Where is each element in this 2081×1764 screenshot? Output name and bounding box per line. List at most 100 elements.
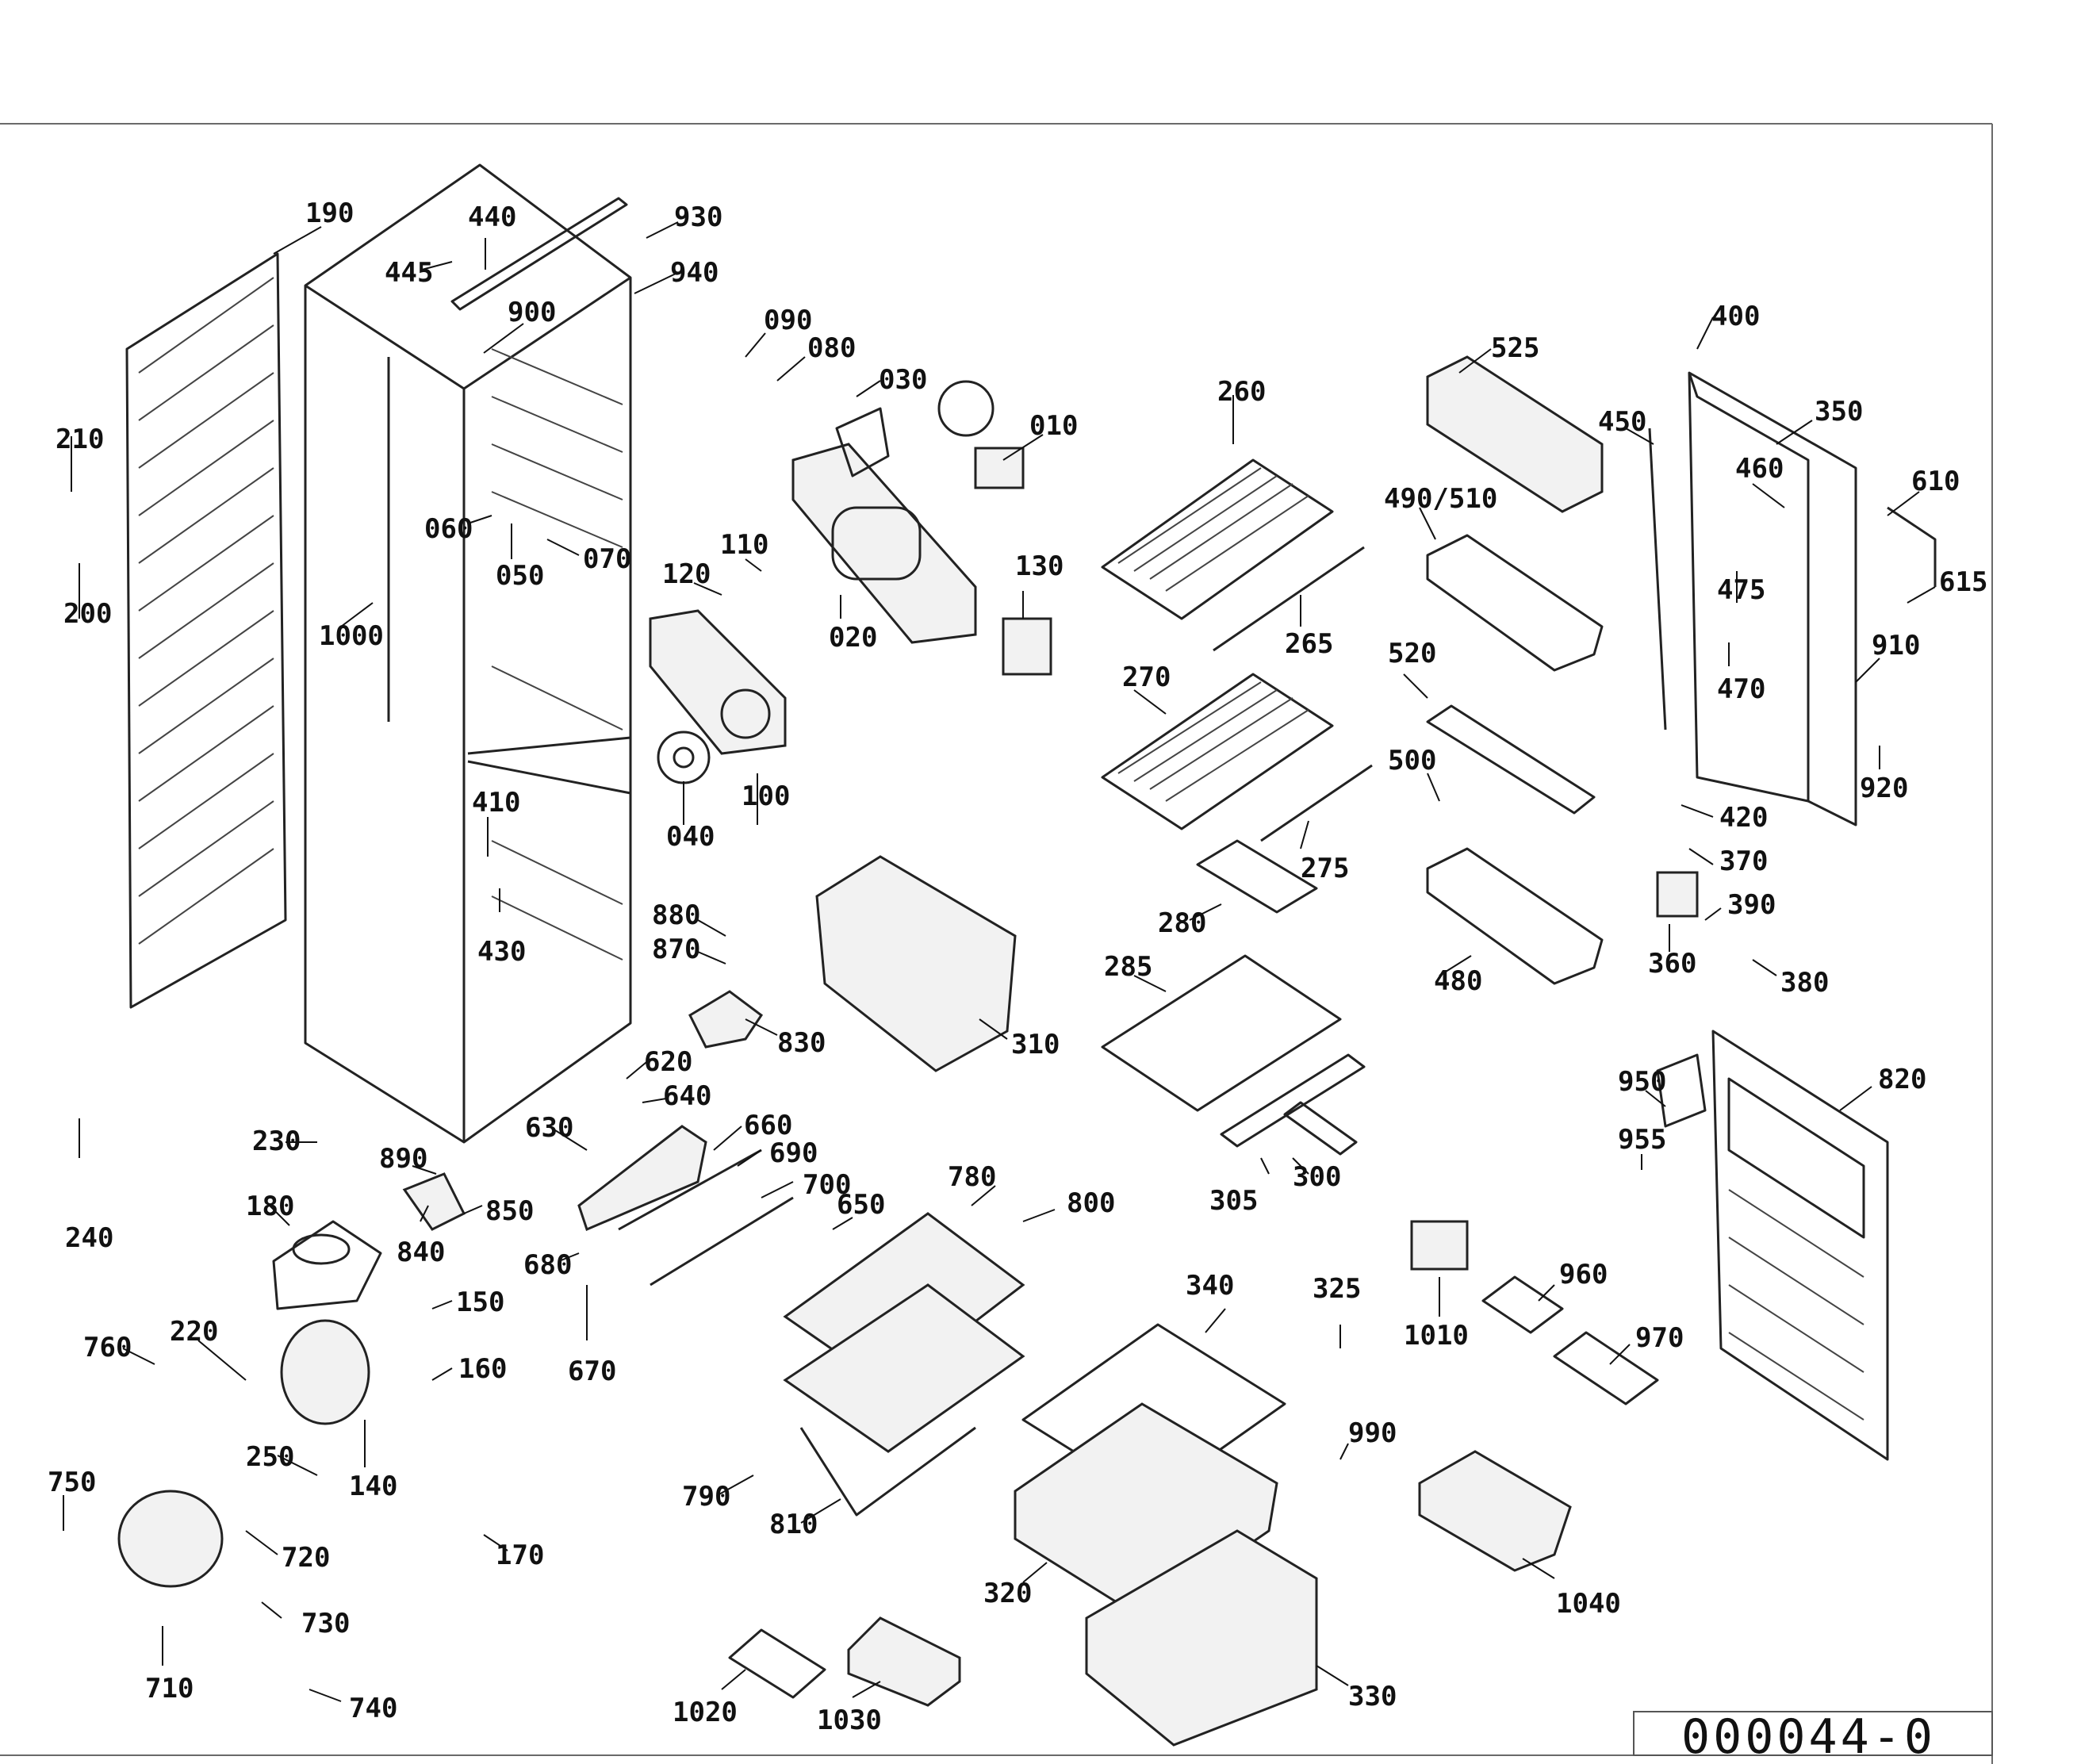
callout-325: 325 xyxy=(1313,1273,1361,1305)
callout-610: 610 xyxy=(1911,466,1960,497)
callout-850: 850 xyxy=(485,1195,534,1227)
callout-265: 265 xyxy=(1285,628,1333,660)
callout-330: 330 xyxy=(1348,1681,1397,1712)
hinge-360 xyxy=(1656,871,1699,918)
profile-700 xyxy=(650,1196,794,1287)
condenser-190 xyxy=(125,252,287,1009)
hinge-840 xyxy=(402,1172,466,1231)
callout-220: 220 xyxy=(170,1316,218,1348)
drawing-number: 000044-0 xyxy=(1681,1709,1936,1764)
leader-lines xyxy=(63,221,1936,1702)
callout-275: 275 xyxy=(1301,853,1349,884)
door-gasket-450 xyxy=(1648,428,1667,731)
callout-130: 130 xyxy=(1015,550,1063,582)
callout-labels: 190 440 930 445 940 900 090 080 030 010 … xyxy=(48,197,1987,1736)
bracket-030 xyxy=(835,407,890,477)
callout-1040: 1040 xyxy=(1556,1588,1621,1620)
callout-420: 420 xyxy=(1719,802,1768,834)
callout-820: 820 xyxy=(1878,1064,1926,1095)
callout-660: 660 xyxy=(744,1110,792,1141)
callout-340: 340 xyxy=(1186,1270,1234,1302)
callout-305: 305 xyxy=(1209,1185,1258,1217)
callout-430: 430 xyxy=(477,936,526,968)
callout-630: 630 xyxy=(525,1112,573,1144)
callout-740: 740 xyxy=(349,1693,397,1724)
callout-020: 020 xyxy=(829,622,877,654)
callout-070: 070 xyxy=(583,543,631,575)
callout-110: 110 xyxy=(720,529,768,561)
callout-040: 040 xyxy=(666,821,715,853)
callout-440: 440 xyxy=(468,201,516,233)
callout-080: 080 xyxy=(807,332,856,364)
callout-1030: 1030 xyxy=(817,1705,882,1736)
cover-525 xyxy=(1426,355,1604,513)
balcony-480 xyxy=(1426,847,1604,985)
callout-1020: 1020 xyxy=(673,1697,738,1728)
switch-130 xyxy=(1002,617,1052,676)
callout-1000: 1000 xyxy=(319,620,384,652)
callout-640: 640 xyxy=(663,1080,711,1112)
callout-520: 520 xyxy=(1388,638,1436,669)
thermostat-010 xyxy=(937,380,1025,489)
callout-010: 010 xyxy=(1029,410,1078,442)
cabinet-1000 xyxy=(304,163,632,1144)
callout-730: 730 xyxy=(301,1608,350,1639)
drawer-330 xyxy=(1085,1529,1318,1747)
compressor-140 xyxy=(280,1319,370,1425)
callout-1010: 1010 xyxy=(1404,1320,1469,1352)
callout-410: 410 xyxy=(472,787,520,819)
callout-270: 270 xyxy=(1122,662,1171,693)
callout-300: 300 xyxy=(1293,1161,1341,1193)
callout-710: 710 xyxy=(145,1673,194,1705)
glass-280 xyxy=(1196,839,1318,914)
callout-810: 810 xyxy=(769,1509,818,1540)
callout-750: 750 xyxy=(48,1467,96,1498)
callout-250: 250 xyxy=(246,1441,294,1473)
callout-150: 150 xyxy=(456,1287,504,1318)
callout-650: 650 xyxy=(837,1189,885,1221)
callout-990: 990 xyxy=(1348,1417,1397,1449)
callout-060: 060 xyxy=(424,513,473,545)
callout-190: 190 xyxy=(305,197,354,229)
callout-955: 955 xyxy=(1618,1124,1666,1156)
callout-615: 615 xyxy=(1939,566,1987,598)
callout-370: 370 xyxy=(1719,846,1768,877)
shelf-260 xyxy=(1101,458,1334,620)
ice-box-1030 xyxy=(847,1616,961,1707)
callout-500: 500 xyxy=(1388,745,1436,777)
callout-960: 960 xyxy=(1559,1259,1608,1290)
callout-970: 970 xyxy=(1635,1322,1684,1354)
tray-970 xyxy=(1553,1331,1659,1405)
callout-170: 170 xyxy=(496,1540,544,1571)
callout-525: 525 xyxy=(1491,332,1539,364)
title-block: 000044-0 xyxy=(1633,1709,1993,1764)
callout-900: 900 xyxy=(508,297,556,328)
fan-040 xyxy=(657,731,711,784)
callout-230: 230 xyxy=(252,1126,301,1157)
callout-120: 120 xyxy=(662,558,711,590)
callout-480: 480 xyxy=(1434,965,1482,997)
fan-cover-180 xyxy=(272,1220,382,1310)
ice-tray-1040 xyxy=(1418,1450,1572,1572)
callout-950: 950 xyxy=(1618,1066,1666,1098)
callout-720: 720 xyxy=(282,1542,330,1574)
rail-275 xyxy=(1260,764,1373,842)
callout-360: 360 xyxy=(1648,948,1696,980)
callout-400: 400 xyxy=(1711,301,1760,332)
callout-760: 760 xyxy=(83,1332,132,1363)
callout-920: 920 xyxy=(1860,773,1908,804)
light-housing-630 xyxy=(577,1125,707,1232)
box-1010 xyxy=(1410,1220,1469,1271)
bracket-300 xyxy=(1220,1053,1366,1156)
callout-320: 320 xyxy=(983,1578,1032,1609)
callout-800: 800 xyxy=(1067,1187,1115,1219)
callout-390: 390 xyxy=(1727,889,1776,921)
handle-610 xyxy=(1887,506,1937,587)
callout-890: 890 xyxy=(379,1143,427,1175)
freezer-door-820 xyxy=(1711,1030,1889,1461)
callout-445: 445 xyxy=(385,257,433,289)
callout-840: 840 xyxy=(397,1237,445,1268)
callout-460: 460 xyxy=(1735,453,1784,485)
tray-960 xyxy=(1481,1275,1564,1334)
